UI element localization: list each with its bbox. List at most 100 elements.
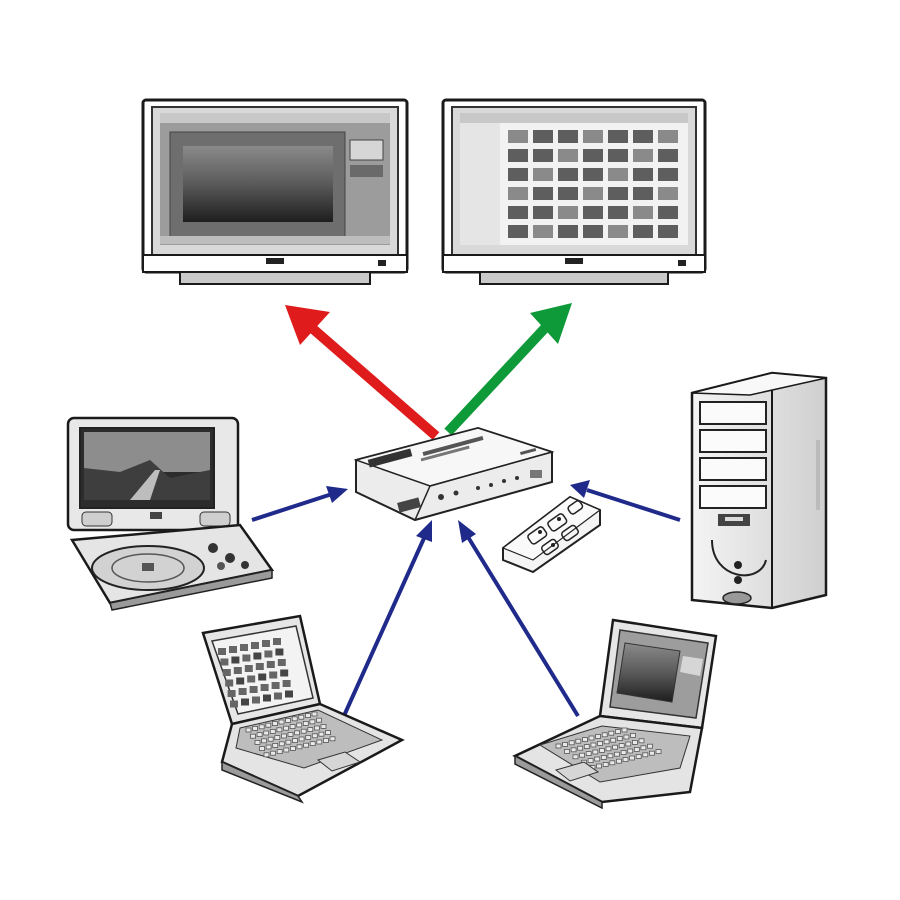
key xyxy=(261,738,268,744)
key xyxy=(291,716,298,722)
key xyxy=(271,721,278,726)
key xyxy=(298,736,305,742)
thumbnail xyxy=(508,168,528,181)
key xyxy=(302,721,309,726)
thumbnail xyxy=(269,671,278,679)
key xyxy=(625,741,632,747)
key xyxy=(595,734,601,739)
key xyxy=(294,730,301,736)
key xyxy=(316,717,322,723)
thumbnail xyxy=(230,700,238,708)
key xyxy=(276,749,283,754)
laptop-left-keyboard xyxy=(245,711,336,758)
laptop-left-thumbnail-grid xyxy=(218,638,293,708)
thumbnail xyxy=(608,149,628,162)
key xyxy=(612,744,618,750)
key xyxy=(655,749,662,754)
thumbnail xyxy=(583,187,603,200)
thumbnail xyxy=(533,225,553,238)
thumbnail xyxy=(508,187,528,200)
thumbnail xyxy=(252,696,260,704)
arrow-to-monitor-right xyxy=(444,303,572,436)
thumbnail xyxy=(608,168,628,181)
key xyxy=(616,736,623,741)
key xyxy=(318,731,325,737)
key xyxy=(562,742,568,747)
key xyxy=(320,724,327,729)
arrow-from-laptop-right xyxy=(458,520,580,718)
thumbnail xyxy=(275,648,284,656)
key xyxy=(309,719,316,725)
key xyxy=(596,763,602,769)
key xyxy=(630,733,636,738)
key xyxy=(329,736,336,742)
key xyxy=(254,740,261,745)
thumbnail xyxy=(260,684,269,691)
key xyxy=(298,714,305,720)
key xyxy=(583,744,590,749)
key xyxy=(259,746,265,751)
key xyxy=(283,747,290,753)
key xyxy=(263,752,270,758)
thumbnail xyxy=(583,225,603,238)
key xyxy=(635,754,642,759)
key xyxy=(267,736,274,742)
key xyxy=(597,741,603,746)
key xyxy=(575,738,582,744)
key xyxy=(577,745,584,751)
key xyxy=(309,741,316,746)
key xyxy=(289,724,296,729)
thumbnail xyxy=(658,187,678,200)
arrow-from-laptop-left xyxy=(341,520,432,719)
key xyxy=(605,746,612,752)
key xyxy=(582,737,588,742)
key xyxy=(285,739,292,745)
key xyxy=(632,740,638,745)
thumbnail xyxy=(558,206,578,219)
thumbnail xyxy=(263,694,271,702)
key xyxy=(564,749,570,754)
key xyxy=(629,755,635,761)
key xyxy=(278,719,285,725)
thumbnail xyxy=(658,225,678,238)
key xyxy=(316,739,323,745)
key xyxy=(269,729,276,734)
thumbnail xyxy=(633,168,653,181)
key xyxy=(587,758,594,763)
key xyxy=(627,748,634,754)
key xyxy=(649,750,655,756)
thumbnail xyxy=(251,642,259,649)
thumbnail xyxy=(583,130,603,143)
thumbnail xyxy=(227,690,236,697)
thumbnail xyxy=(508,206,528,219)
thumbnail xyxy=(222,669,231,676)
key xyxy=(256,732,263,737)
key xyxy=(599,748,605,753)
thumbnail xyxy=(229,646,237,653)
key xyxy=(283,725,289,731)
thumbnail xyxy=(658,130,678,143)
key xyxy=(622,757,629,762)
thumbnail xyxy=(533,187,553,200)
key xyxy=(610,737,617,743)
key xyxy=(594,756,601,762)
key xyxy=(590,742,597,748)
thumbnail xyxy=(218,648,226,655)
key xyxy=(608,730,615,736)
key xyxy=(292,738,298,743)
key xyxy=(278,741,285,747)
key xyxy=(296,722,303,728)
thumbnail xyxy=(558,225,578,238)
thumbnail xyxy=(225,679,234,687)
key xyxy=(623,734,630,740)
thumbnail xyxy=(249,686,258,693)
key xyxy=(607,753,614,759)
thumbnail xyxy=(633,149,653,162)
key xyxy=(311,711,318,717)
key xyxy=(568,740,575,746)
thumbnail xyxy=(242,654,251,662)
thumbnail xyxy=(583,149,603,162)
thumbnail-grid xyxy=(508,130,678,238)
key xyxy=(570,747,577,753)
key xyxy=(638,738,645,744)
